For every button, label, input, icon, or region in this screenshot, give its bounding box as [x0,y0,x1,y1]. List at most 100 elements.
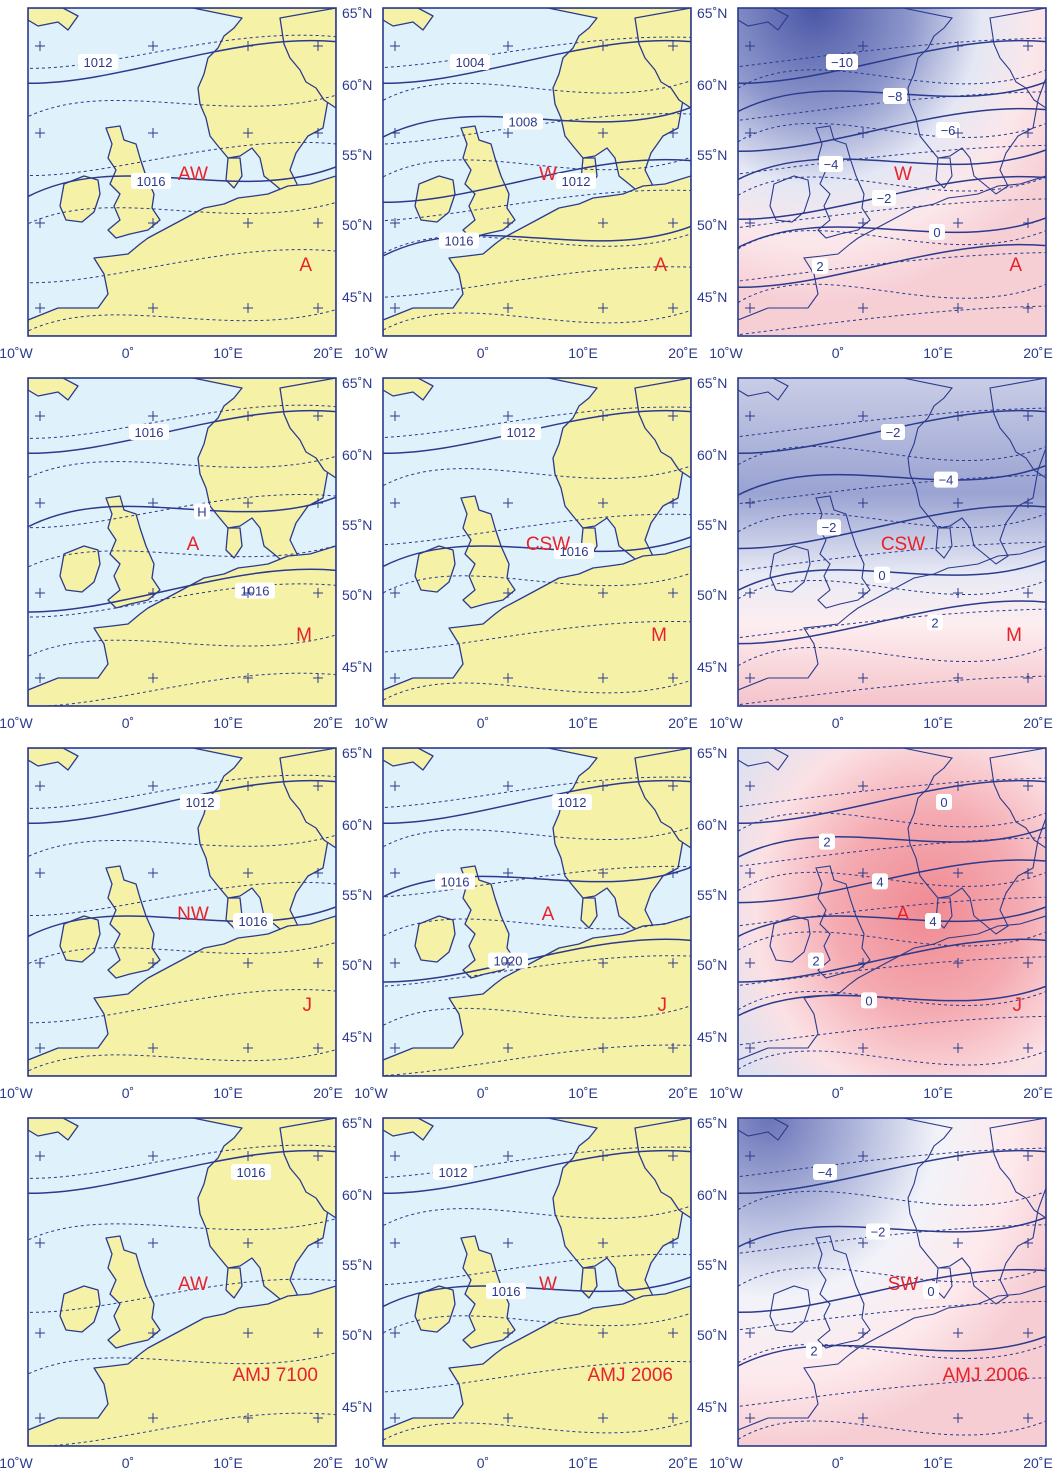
isoline-dashed [738,198,1046,229]
longitude-tick-label: 10˚E [213,715,243,731]
isoline-dashed [28,634,336,658]
isoline-dashed [28,455,336,479]
isoline [383,39,691,85]
latitude-tick-label: 45˚N [697,1399,727,1415]
circulation-type-label: A [187,534,200,555]
isoline [738,600,1046,645]
isoline-label: 1004 [456,55,485,70]
isoline-label-bg [180,794,220,810]
latitude-tick-label: 50˚N [697,587,727,603]
land-area [414,545,456,593]
coastline [738,748,789,771]
longitude-tick-label: 20˚E [668,1455,698,1471]
latitude-tick-label: 60˚N [342,817,372,833]
isoline-label: −2 [822,520,837,535]
longitude-tick-label: 10˚W [709,1455,743,1471]
land-area [383,545,691,706]
isoline-dashed [738,512,1046,533]
isoline [28,779,336,825]
isoline-dashed [738,990,1046,1011]
coastline [989,8,1046,109]
longitude-tick-label: 20˚E [313,1455,343,1471]
latitude-tick-label: 65˚N [342,375,372,391]
isoline-dashed [383,113,691,145]
isoline-label: 1012 [507,425,536,440]
isoline-label: −2 [877,191,892,206]
isoline-dashed [383,1253,691,1286]
isoline-dashed [738,1343,1046,1364]
period-label: AMJ 7100 [232,1365,318,1386]
land-area [28,175,336,336]
isoline-label-bg [881,424,905,440]
isoline-label-bg [936,122,960,138]
coastline [738,915,1046,1076]
isoline [383,1275,691,1308]
latitude-tick-label: 45˚N [342,1029,372,1045]
isoline-dashed [28,141,336,177]
panel-frame [382,1117,692,1447]
longitude-tick-label: 10˚W [709,345,743,361]
land-area [279,748,336,849]
latitude-tick-label: 55˚N [697,517,727,533]
isoline-label: 2 [816,259,823,274]
land-area [28,378,79,401]
isoline-dashed [738,176,1046,197]
isoline-label: −2 [871,1225,886,1240]
circulation-type-label: A [542,904,555,925]
longitude-tick-label: 20˚E [313,345,343,361]
isoline-dashed [28,774,336,809]
isoline [738,985,1046,1017]
longitude-tick-label: 10˚E [923,715,953,731]
longitude-tick-label: 10˚E [213,1455,243,1471]
isoline-dashed [28,545,336,568]
isoline-dashed [738,122,1046,143]
land-area [383,175,691,336]
isoline-label-bg [812,258,828,274]
coastline [989,1118,1046,1219]
longitude-tick-label: 10˚W [709,715,743,731]
latitude-tick-label: 50˚N [342,1327,372,1343]
isoline-dashed [738,37,1046,68]
land-area [279,1118,336,1219]
circulation-type-label: W [539,164,557,185]
isoline-label-bg [923,1283,939,1299]
latitude-tick-label: 50˚N [342,587,372,603]
isoline-label: 1016 [441,874,470,889]
isoline-label-bg [194,503,210,520]
isoline-dashed [738,608,1046,639]
land-area [59,545,101,593]
isoline-label-bg [872,873,888,890]
coastline [738,1118,789,1141]
land-area [279,8,336,109]
circulation-type-label: CSW [881,534,925,555]
isoline-label: 1012 [439,1165,468,1180]
latitude-tick-label: 55˚N [697,887,727,903]
circulation-type-label: A [897,904,910,925]
isoline-dashed [738,956,1046,986]
period-label: M [651,625,667,646]
isoline-label: 1012 [84,55,113,70]
isoline-dashed [383,79,691,102]
isoline-label-bg [503,113,543,130]
isoline [28,905,336,938]
panel-frame [382,377,692,707]
longitude-tick-label: 10˚E [213,345,243,361]
isoline-label-bg [556,173,596,189]
longitude-tick-label: 0˚ [477,1455,489,1471]
isoline [383,158,691,204]
isoline-dashed [383,955,691,987]
coastline [989,748,1046,849]
latitude-tick-label: 55˚N [697,147,727,163]
land-area [225,527,243,559]
isoline-dashed [738,837,1046,867]
isoline-dashed [28,94,336,118]
isoline-label-bg [872,190,896,206]
isoline-label-bg [925,913,941,929]
longitude-tick-label: 0˚ [832,1085,844,1101]
